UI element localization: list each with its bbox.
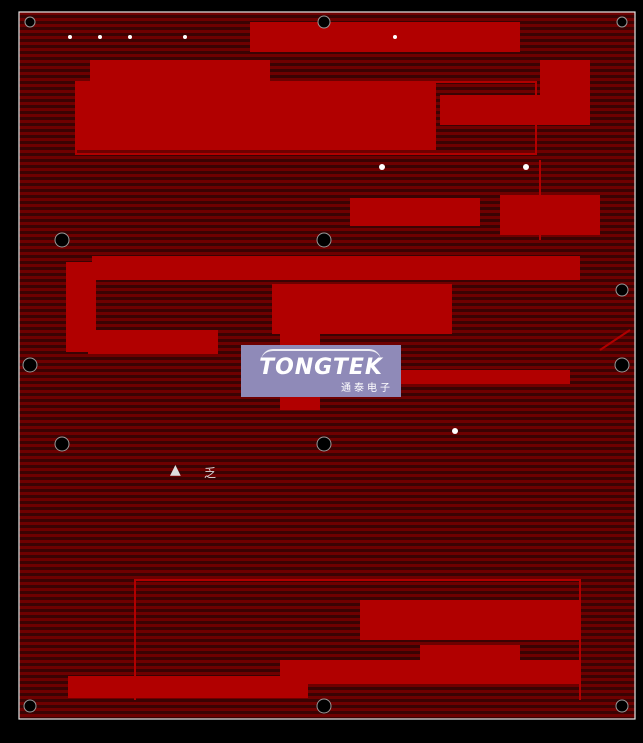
vias-white [68,35,529,434]
trace-bundle-top [76,22,590,150]
silkscreen-symbol: 乏 [204,466,217,480]
tongtek-logo: TONGTEK 通泰电子 [241,345,401,397]
mounting-holes [22,15,630,714]
logo-text: TONGTEK [259,355,383,380]
logo-swoosh [261,349,381,361]
trace-outlines [75,81,631,700]
warning-triangle-icon: ▲ [170,462,181,478]
trace-bundle-middle [66,195,600,410]
trace-bundle-bottom [68,600,580,698]
logo-subtext: 通泰电子 [341,383,393,394]
